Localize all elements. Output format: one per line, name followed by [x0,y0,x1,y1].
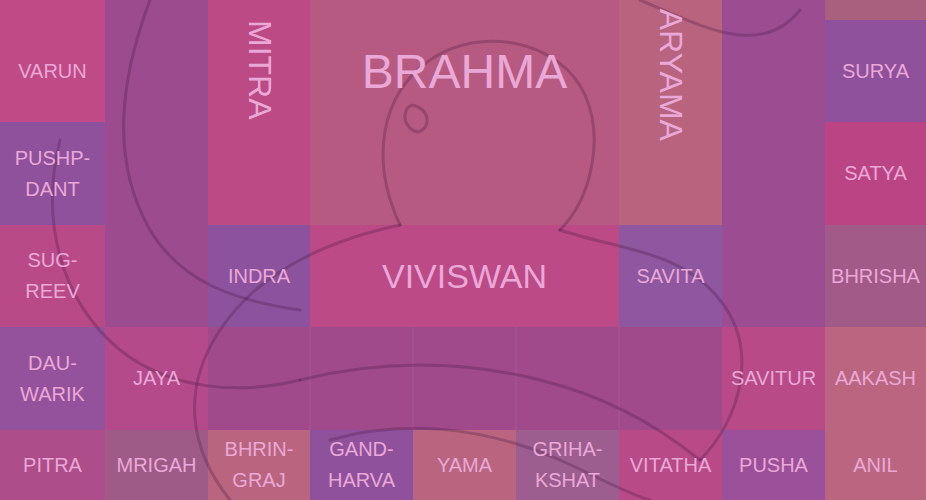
deity-name: SUG- REEV [4,245,101,307]
text-region: PITRA [0,430,105,500]
deity-name: DAU- WARIK [4,348,101,410]
mandala-cell: MRIGAH [105,430,208,500]
deity-name: SAVITUR [731,363,816,394]
mandala-cell: SURYA [825,20,926,122]
deity-name: YAMA [437,450,492,481]
deity-name: PUSHA [739,450,808,481]
text-region: VITATHA [619,430,722,500]
figure-leg [53,140,301,388]
text-region: SAVITUR [722,327,825,430]
deity-name: BHRISHA [831,261,920,292]
mandala-cell: DAU- WARIK [0,327,105,430]
deity-name: PITRA [23,450,82,481]
figure-torso [330,428,650,500]
mandala-cell: ARYAMA [619,0,722,225]
mandala-cell: VIVISWAN [310,225,619,327]
deity-name: VIVISWAN [382,250,547,303]
figure-leg [124,0,300,310]
mandala-cell: VARUN [0,0,105,122]
deity-name: INDRA [228,261,290,292]
grid-lines [310,327,619,430]
mandala-cell: BHRIN- GRAJ [208,430,310,500]
deity-name: GAND- HARVA [314,434,409,496]
text-region: PUSHP- DANT [0,122,105,225]
deity-name: ARYAMA [646,9,696,141]
text-region: SATYA [825,122,926,225]
deity-name: VITATHA [630,450,711,481]
mandala-cell: AAKASH [825,327,926,430]
figure-hand [640,0,800,35]
text-region: GRIHA- KSHAT [516,430,619,500]
mandala-cell: ANIL [825,430,926,500]
text-region: BHRIN- GRAJ [208,430,310,500]
deity-name: GRIHA- KSHAT [520,434,615,496]
mandala-cell: PUSHP- DANT [0,122,105,225]
text-region: YAMA [413,430,516,500]
text-region: SURYA [825,20,926,122]
text-region: ANIL [825,430,926,500]
deity-name: PUSHP- DANT [4,143,101,205]
text-region: INDRA [208,225,310,327]
text-region: SUG- REEV [0,225,105,327]
mandala-cell: SATYA [825,122,926,225]
mandala-cell: BHRISHA [825,225,926,327]
mandala-cell: SUG- REEV [0,225,105,327]
empty-cell [825,0,926,20]
text-region: VIVISWAN [310,225,619,327]
figure-torso [300,365,700,460]
mandala-cell: INDRA [208,225,310,327]
deity-name: SAVITA [636,261,704,292]
mandala-cell: YAMA [413,430,516,500]
deity-name: JAYA [133,363,180,394]
text-region: PUSHA [722,430,825,500]
deity-name: BRAHMA [362,35,567,109]
text-region: AAKASH [825,327,926,430]
mandala-cell: SAVITA [619,225,722,327]
mandala-cell: SAVITUR [722,327,825,430]
text-region: SAVITA [619,225,722,327]
deity-name: MITRA [234,20,284,120]
deity-name: MRIGAH [117,450,197,481]
deity-name: VARUN [18,56,87,87]
figure-head [383,41,594,230]
mandala-cell: BRAHMA [310,0,619,225]
mandala-cell: GAND- HARVA [310,430,413,500]
text-region: BRAHMA [310,20,619,124]
mandala-cell: PUSHA [722,430,825,500]
text-region: MITRA [208,0,310,140]
figure-back [195,225,400,500]
empty-cell [105,0,208,327]
mandala-cell: VITATHA [619,430,722,500]
text-region: MRIGAH [105,430,208,500]
deity-name: BHRIN- GRAJ [212,434,306,496]
text-region: DAU- WARIK [0,327,105,430]
text-region: ARYAMA [619,0,722,150]
mandala-cell: MITRA [208,0,310,225]
mandala-cell: PITRA [0,430,105,500]
figure-shoulder [560,230,742,460]
text-region: VARUN [0,20,105,122]
empty-cell [722,0,825,327]
text-region: BHRISHA [825,225,926,327]
figure-ear [405,105,427,132]
mandala-cell: GRIHA- KSHAT [516,430,619,500]
text-region: JAYA [105,327,208,430]
mandala-cell: JAYA [105,327,208,430]
deity-name: AAKASH [835,363,916,394]
empty-cell [208,327,722,430]
deity-name: ANIL [853,450,897,481]
deity-name: SATYA [844,158,907,189]
deity-name: SURYA [842,56,909,87]
text-region: GAND- HARVA [310,430,413,500]
